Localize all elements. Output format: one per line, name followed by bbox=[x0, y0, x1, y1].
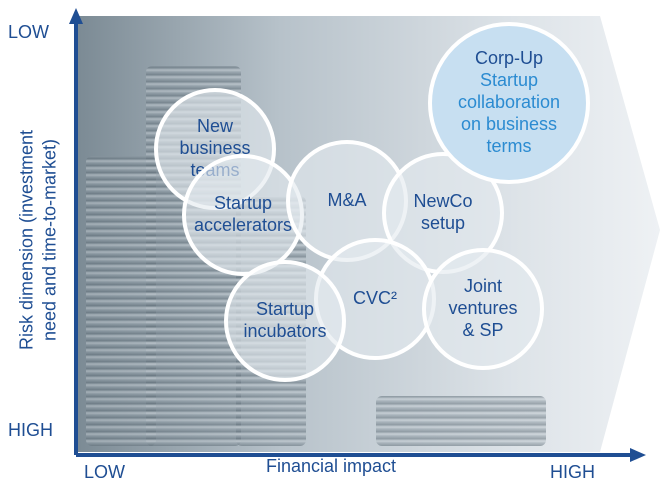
corp-up-title: Corp-Up bbox=[474, 48, 544, 69]
bubble-startup-accelerators: Startup accelerators bbox=[182, 154, 304, 276]
corp-up-subtitle: Startup collaboration on business terms bbox=[457, 70, 561, 156]
x-axis-arrow-icon bbox=[630, 448, 646, 462]
x-axis-low-label: LOW bbox=[84, 462, 126, 482]
y-axis-high-label: HIGH bbox=[8, 420, 53, 440]
coin-stack-decoration bbox=[86, 156, 156, 446]
x-axis-high-label: HIGH bbox=[550, 462, 595, 482]
y-axis-title: Risk dimension (investment need and time… bbox=[16, 129, 60, 351]
coin-stack-decoration bbox=[376, 396, 546, 446]
bubble-startup-incubators: Startup incubators bbox=[224, 260, 346, 382]
y-axis-arrow-icon bbox=[69, 8, 83, 24]
y-axis-low-label: LOW bbox=[8, 22, 50, 42]
bubble-corp-up: Corp-Up Startup collaboration on busines… bbox=[428, 22, 590, 184]
x-axis-title: Financial impact bbox=[266, 456, 397, 476]
bubble-joint-ventures: Joint ventures & SP bbox=[422, 248, 544, 370]
